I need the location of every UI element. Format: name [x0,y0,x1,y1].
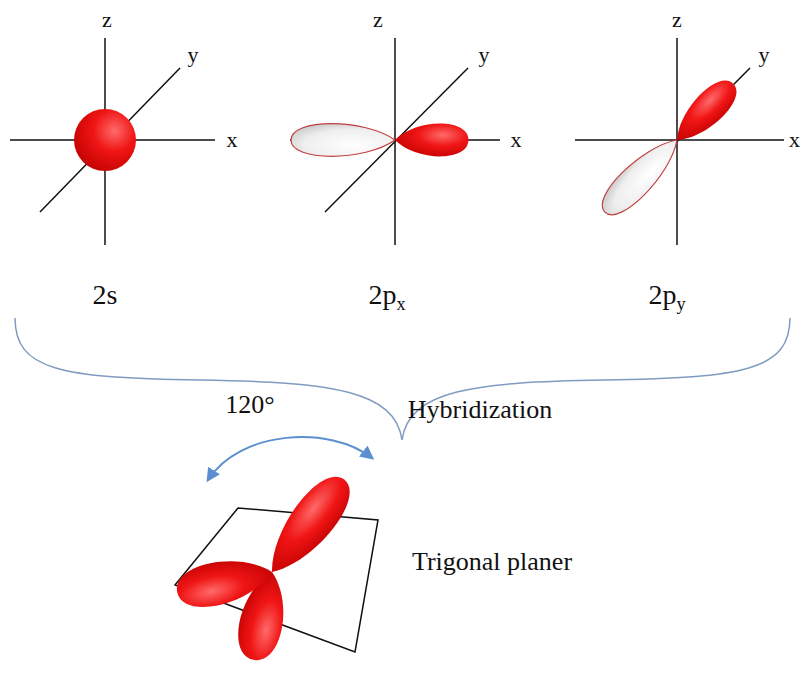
caption-label: Hybridization [408,397,552,423]
axis-lines [10,38,784,245]
px-orbital [291,124,468,157]
orbital-lobe [173,551,277,613]
axis-label: y [759,44,770,66]
brace [15,318,790,440]
orbital-label: 2py [648,281,685,313]
axis-label: z [373,9,383,31]
orbital-lobe [594,129,688,223]
py-orbital [594,73,745,224]
caption-label: 120° [225,392,274,418]
orbital-lobe [395,124,468,157]
orbital-label: 2s [93,281,118,309]
axis-label: x [789,129,800,151]
orbital-label: 2px [368,281,405,313]
sp2-orbitals [173,466,361,664]
angle-arrow [208,437,372,480]
orbital-lobe [255,466,361,585]
axis-label: y [188,44,199,66]
caption-label: Trigonal planer [412,549,572,575]
axis-label: z [102,9,112,31]
axis-label: x [511,129,522,151]
axis-label: z [672,9,682,31]
axis-label: x [227,129,238,151]
orbital-lobe [666,73,744,151]
s-orbital [74,109,136,171]
orbital-lobe [291,124,395,157]
axis-label: y [479,44,490,66]
